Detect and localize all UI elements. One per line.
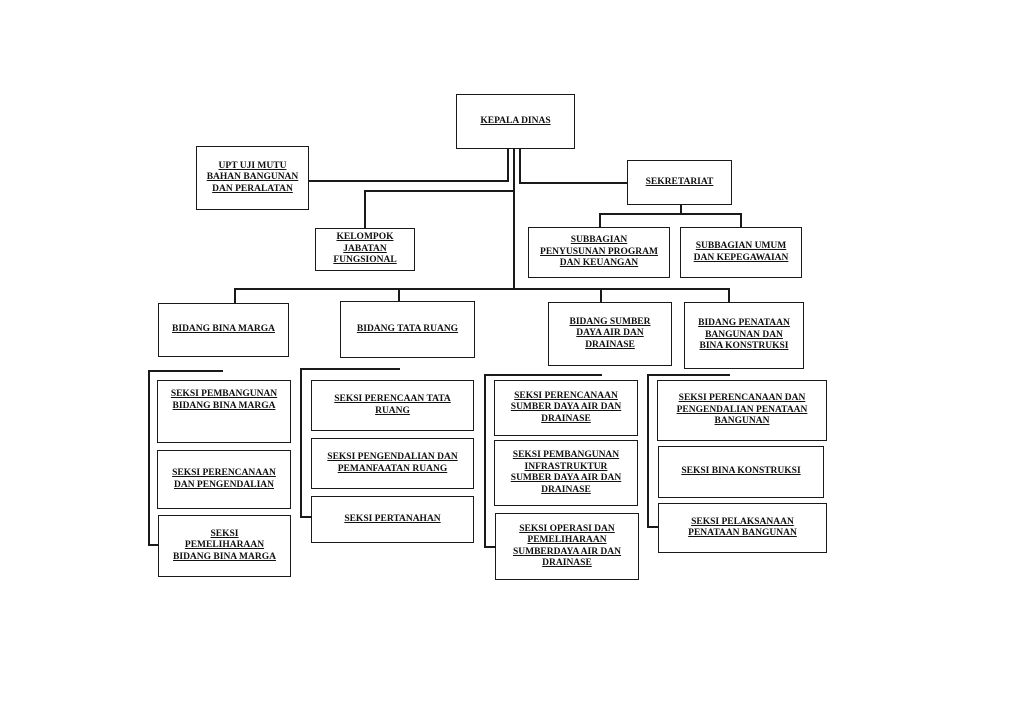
connector-line — [728, 288, 730, 302]
seksi-perencanaan-pengendalian-penataan-box: SEKSI PERENCANAAN DAN PENGENDALIAN PENAT… — [657, 380, 827, 441]
connector-line — [364, 190, 366, 229]
seksi-label: SEKSI PEMBANGUNAN BIDANG BINA MARGA — [170, 389, 278, 411]
seksi-label: SEKSI PERENCAAN TATA RUANG — [334, 394, 451, 416]
bidang-tata-ruang-box: BIDANG TATA RUANG — [340, 301, 475, 358]
bidang-tata-ruang-label: BIDANG TATA RUANG — [356, 323, 459, 334]
connector-line — [647, 526, 659, 528]
seksi-label: SEKSI BINA KONSTRUKSI — [681, 466, 801, 477]
subbagian-umum-box: SUBBAGIAN UMUM DAN KEPEGAWAIAN — [680, 227, 802, 278]
seksi-label: SEKSI PEMBANGUNAN INFRASTRUKTUR SUMBER D… — [510, 450, 622, 495]
connector-line — [398, 288, 400, 301]
connector-line — [148, 370, 150, 546]
connector-line — [740, 213, 742, 228]
sekretariat-box: SEKRETARIAT — [627, 160, 732, 205]
connector-line — [484, 374, 602, 376]
seksi-label: SEKSI PENGENDALIAN DAN PEMANFAATAN RUANG — [327, 452, 458, 474]
seksi-label: SEKSI PERENCANAAN DAN PENGENDALIAN — [172, 468, 276, 490]
bidang-penataan-bangunan-box: BIDANG PENATAAN BANGUNAN DAN BINA KONSTR… — [684, 302, 804, 369]
connector-line — [300, 516, 312, 518]
bidang-sumber-daya-air-label: BIDANG SUMBER DAYA AIR DAN DRAINASE — [569, 316, 651, 350]
seksi-perencanaan-pengendalian-box: SEKSI PERENCANAAN DAN PENGENDALIAN — [157, 450, 291, 509]
seksi-bina-konstruksi-box: SEKSI BINA KONSTRUKSI — [658, 446, 824, 498]
connector-line — [599, 213, 601, 228]
upt-uji-mutu-label: UPT UJI MUTU BAHAN BANGUNAN DAN PERALATA… — [206, 160, 299, 194]
kepala-dinas-label: KEPALA DINAS — [480, 115, 551, 126]
connector-line — [484, 374, 486, 548]
connector-line — [600, 288, 602, 302]
subbagian-umum-label: SUBBAGIAN UMUM DAN KEPEGAWAIAN — [693, 241, 789, 263]
kelompok-jabatan-box: KELOMPOK JABATAN FUNGSIONAL — [315, 228, 415, 271]
connector-line — [647, 374, 730, 376]
subbagian-program-label: SUBBAGIAN PENYUSUNAN PROGRAM DAN KEUANGA… — [540, 235, 658, 269]
seksi-perencaan-tata-ruang-box: SEKSI PERENCAAN TATA RUANG — [311, 380, 474, 431]
seksi-operasi-pemeliharaan-box: SEKSI OPERASI DAN PEMELIHARAAN SUMBERDAY… — [495, 513, 639, 580]
connector-line — [300, 368, 302, 518]
connector-line — [599, 213, 742, 215]
subbagian-program-box: SUBBAGIAN PENYUSUNAN PROGRAM DAN KEUANGA… — [528, 227, 670, 278]
seksi-pelaksanaan-penataan-box: SEKSI PELAKSANAAN PENATAAN BANGUNAN — [658, 503, 827, 553]
bidang-bina-marga-box: BIDANG BINA MARGA — [158, 303, 289, 357]
connector-line — [300, 368, 400, 370]
seksi-label: SEKSI PERTANAHAN — [344, 513, 441, 524]
connector-line — [507, 148, 509, 181]
bidang-bina-marga-label: BIDANG BINA MARGA — [172, 324, 275, 335]
kelompok-jabatan-label: KELOMPOK JABATAN FUNGSIONAL — [333, 232, 397, 266]
seksi-perencanaan-sda-box: SEKSI PERENCANAAN SUMBER DAYA AIR DAN DR… — [494, 380, 638, 436]
bidang-penataan-bangunan-label: BIDANG PENATAAN BANGUNAN DAN BINA KONSTR… — [698, 318, 790, 352]
connector-line — [680, 205, 682, 214]
seksi-label: SEKSI PERENCANAAN DAN PENGENDALIAN PENAT… — [676, 393, 808, 427]
connector-line — [148, 544, 158, 546]
connector-line — [484, 546, 496, 548]
seksi-label: SEKSI PELAKSANAAN PENATAAN BANGUNAN — [688, 516, 797, 539]
sekretariat-label: SEKRETARIAT — [645, 176, 714, 187]
connector-line — [647, 374, 649, 528]
seksi-label: SEKSI PERENCANAAN SUMBER DAYA AIR DAN DR… — [510, 390, 622, 424]
bidang-sumber-daya-air-box: BIDANG SUMBER DAYA AIR DAN DRAINASE — [548, 302, 672, 366]
seksi-pembangunan-infrastruktur-box: SEKSI PEMBANGUNAN INFRASTRUKTUR SUMBER D… — [494, 440, 638, 506]
connector-line — [364, 190, 514, 192]
connector-line — [519, 182, 628, 184]
connector-line — [519, 148, 521, 184]
seksi-pemeliharaan-bina-marga-box: SEKSI PEMELIHARAAN BIDANG BINA MARGA — [158, 515, 291, 577]
kepala-dinas-box: KEPALA DINAS — [456, 94, 575, 149]
connector-line — [148, 370, 223, 372]
connector-line — [234, 288, 236, 304]
seksi-label: SEKSI PEMELIHARAAN BIDANG BINA MARGA — [173, 528, 276, 562]
connector-line — [513, 148, 515, 290]
seksi-pengendalian-pemanfaatan-box: SEKSI PENGENDALIAN DAN PEMANFAATAN RUANG — [311, 438, 474, 489]
upt-uji-mutu-box: UPT UJI MUTU BAHAN BANGUNAN DAN PERALATA… — [196, 146, 309, 210]
connector-line — [308, 180, 509, 182]
seksi-label: SEKSI OPERASI DAN PEMELIHARAAN SUMBERDAY… — [512, 523, 622, 569]
connector-line — [234, 288, 730, 290]
seksi-pertanahan-box: SEKSI PERTANAHAN — [311, 496, 474, 543]
seksi-pembangunan-bina-marga-box: SEKSI PEMBANGUNAN BIDANG BINA MARGA — [157, 380, 291, 443]
